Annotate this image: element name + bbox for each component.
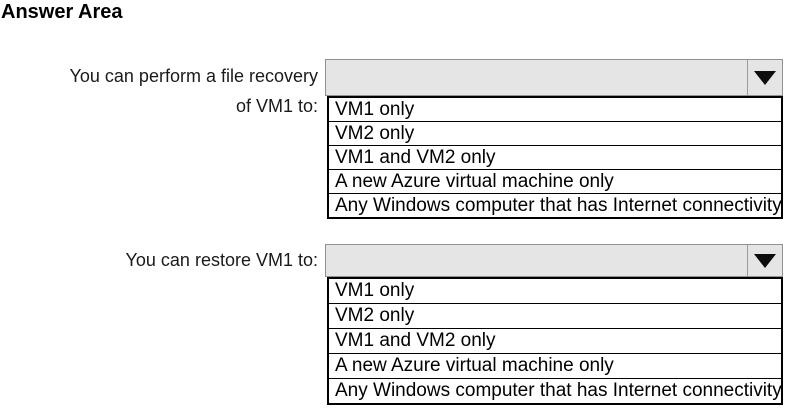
page-title: Answer Area	[1, 1, 123, 23]
label-line-1: You can perform a file recovery	[69, 66, 318, 86]
file-recovery-question-label: You can perform a file recovery of VM1 t…	[0, 61, 318, 121]
dropdown-option[interactable]: VM2 only	[329, 121, 781, 145]
chevron-down-icon	[754, 253, 776, 268]
dropdown-option[interactable]: VM1 and VM2 only	[329, 145, 781, 169]
restore-select[interactable]	[325, 244, 783, 277]
file-recovery-options-list: VM1 only VM2 only VM1 and VM2 only A new…	[327, 96, 783, 219]
dropdown-option[interactable]: VM2 only	[329, 303, 781, 328]
dropdown-option[interactable]: VM1 and VM2 only	[329, 328, 781, 353]
dropdown-option[interactable]: Any Windows computer that has Internet c…	[329, 378, 781, 403]
file-recovery-select[interactable]	[325, 59, 783, 96]
dropdown-option[interactable]: VM1 only	[335, 280, 415, 301]
file-recovery-dropdown-button[interactable]	[747, 60, 782, 95]
restore-options-list: VM1 only VM2 only VM1 and VM2 only A new…	[327, 277, 783, 405]
dropdown-option[interactable]: Any Windows computer that has Internet c…	[329, 193, 781, 217]
dropdown-option[interactable]: VM1 only	[335, 99, 415, 120]
chevron-down-icon	[754, 70, 776, 85]
dropdown-option[interactable]: A new Azure virtual machine only	[329, 169, 781, 193]
label-line-1: You can restore VM1 to:	[125, 250, 318, 270]
restore-dropdown-button[interactable]	[747, 245, 782, 276]
restore-question-label: You can restore VM1 to:	[0, 245, 318, 276]
dropdown-option[interactable]: A new Azure virtual machine only	[329, 353, 781, 378]
label-line-2: of VM1 to:	[235, 96, 318, 116]
